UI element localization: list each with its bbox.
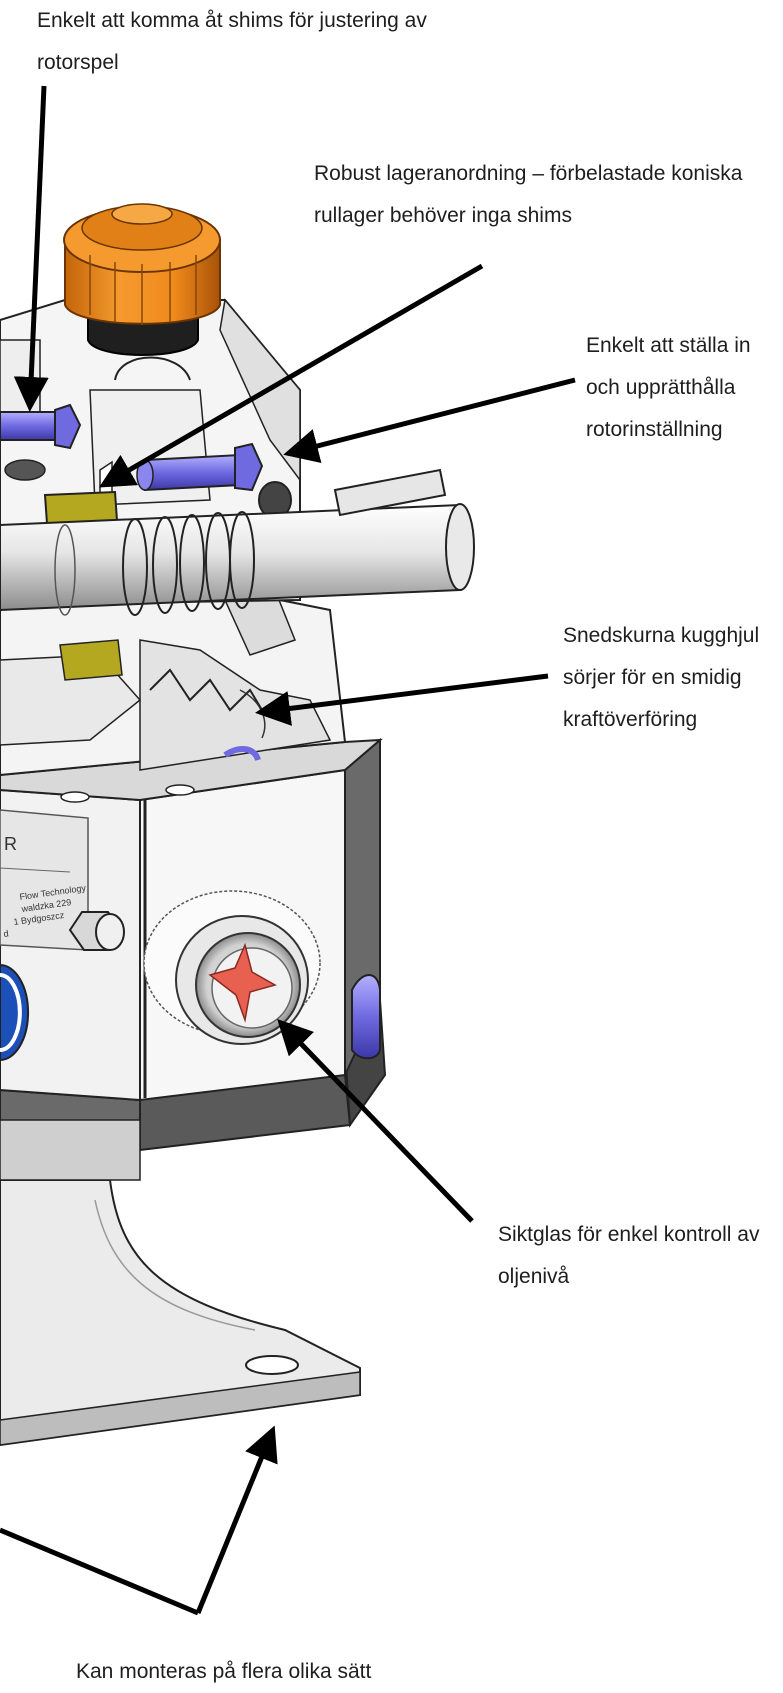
nameplate: R Flow Technology waldzka 229 1 Bydgoszc… bbox=[0, 809, 89, 951]
callout-arrows bbox=[0, 85, 576, 1616]
callout-helical-gears: Snedskurna kugghjul sörjer för en smidig… bbox=[563, 615, 759, 741]
callout-shims-access: Enkelt att komma åt shims för justering … bbox=[37, 0, 427, 84]
callout-sight-glass: Siktglas för enkel kontroll av oljenivå bbox=[498, 1214, 759, 1298]
callout-line: oljenivå bbox=[498, 1265, 570, 1288]
gear-cavity bbox=[0, 588, 347, 777]
callout-line: sörjer för en smidig bbox=[563, 666, 742, 689]
arrow-sight-glass bbox=[277, 1018, 474, 1223]
callout-mounting: Kan monteras på flera olika sätt bbox=[76, 1651, 371, 1693]
callout-line: rullager behöver inga shims bbox=[314, 204, 572, 227]
callout-bearing-arrangement: Robust lageranordning – förbelastade kon… bbox=[314, 153, 742, 237]
callout-line: Siktglas för enkel kontroll av bbox=[498, 1223, 760, 1246]
side-bolt bbox=[351, 974, 381, 1060]
nameplate-line-4: d bbox=[3, 928, 9, 939]
callout-line: Robust lageranordning – förbelastade kon… bbox=[314, 162, 743, 185]
drive-shaft bbox=[0, 468, 475, 616]
callout-line: rotorinställning bbox=[586, 418, 723, 441]
nameplate-model: R bbox=[4, 834, 17, 854]
callout-line: Snedskurna kugghjul bbox=[563, 624, 760, 647]
filler-cap bbox=[63, 203, 221, 356]
arrow-rotor-setting bbox=[283, 377, 576, 464]
callout-line: Enkelt att ställa in bbox=[586, 334, 751, 357]
arrow-shims bbox=[13, 85, 49, 412]
upper-bolts bbox=[0, 403, 264, 492]
callout-line: Enkelt att komma åt shims för justering … bbox=[37, 9, 427, 32]
callout-line: Kan monteras på flera olika sätt bbox=[76, 1660, 372, 1683]
callout-line: och upprätthålla bbox=[586, 376, 736, 399]
mounting-foot bbox=[0, 1179, 361, 1447]
callout-line: rotorspel bbox=[37, 51, 119, 74]
arrow-gears bbox=[255, 673, 549, 726]
hex-plug bbox=[68, 911, 125, 951]
arrow-bearing bbox=[98, 263, 484, 488]
sight-glass bbox=[143, 890, 321, 1045]
rotation-badge bbox=[0, 963, 30, 1062]
arrow-mounting-right bbox=[195, 1425, 278, 1614]
callout-rotor-setting: Enkelt att ställa in och upprätthålla ro… bbox=[586, 325, 751, 451]
callout-line: kraftöverföring bbox=[563, 708, 698, 731]
arrow-mounting-left bbox=[0, 1527, 199, 1616]
